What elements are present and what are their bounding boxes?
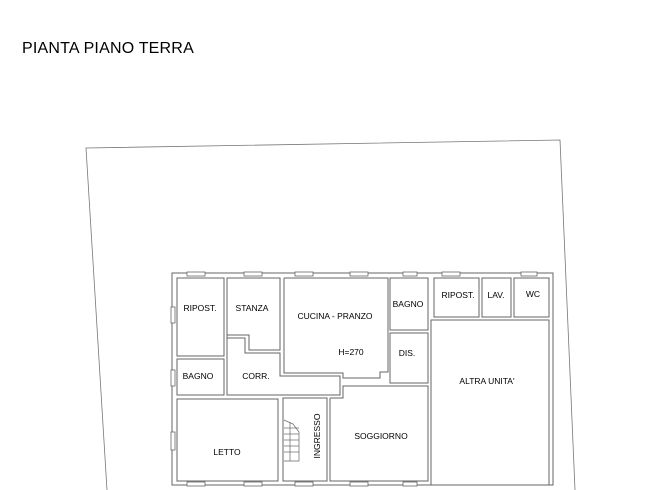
room-label-letto: LETTO bbox=[213, 447, 241, 457]
room-labels: RIPOST. STANZA CUCINA - PRANZO H=270 BAG… bbox=[183, 289, 540, 458]
room-label-stanza: STANZA bbox=[236, 303, 269, 313]
room-label-lav: LAV. bbox=[487, 290, 504, 300]
room-label-corr: CORR. bbox=[242, 371, 269, 381]
room-label-height: H=270 bbox=[338, 347, 364, 357]
room-label-wc: WC bbox=[526, 289, 540, 299]
room-label-bagno-left: BAGNO bbox=[183, 371, 214, 381]
windows bbox=[170, 271, 538, 487]
stairs bbox=[283, 419, 300, 462]
room-label-altra-unita: ALTRA UNITA' bbox=[459, 376, 515, 386]
room-label-bagno-mid: BAGNO bbox=[393, 299, 424, 309]
drawing-title: PIANTA PIANO TERRA bbox=[22, 40, 194, 57]
room-label-soggiorno: SOGGIORNO bbox=[354, 431, 408, 441]
room-label-cucina-pranzo: CUCINA - PRANZO bbox=[297, 311, 372, 321]
room-label-ingresso: INGRESSO bbox=[312, 413, 322, 458]
room-label-ripost-left: RIPOST. bbox=[183, 303, 216, 313]
lot-boundary bbox=[85, 139, 576, 490]
room-label-ripost-right: RIPOST. bbox=[441, 290, 474, 300]
walls bbox=[176, 277, 550, 486]
room-label-dis: DIS. bbox=[399, 348, 416, 358]
